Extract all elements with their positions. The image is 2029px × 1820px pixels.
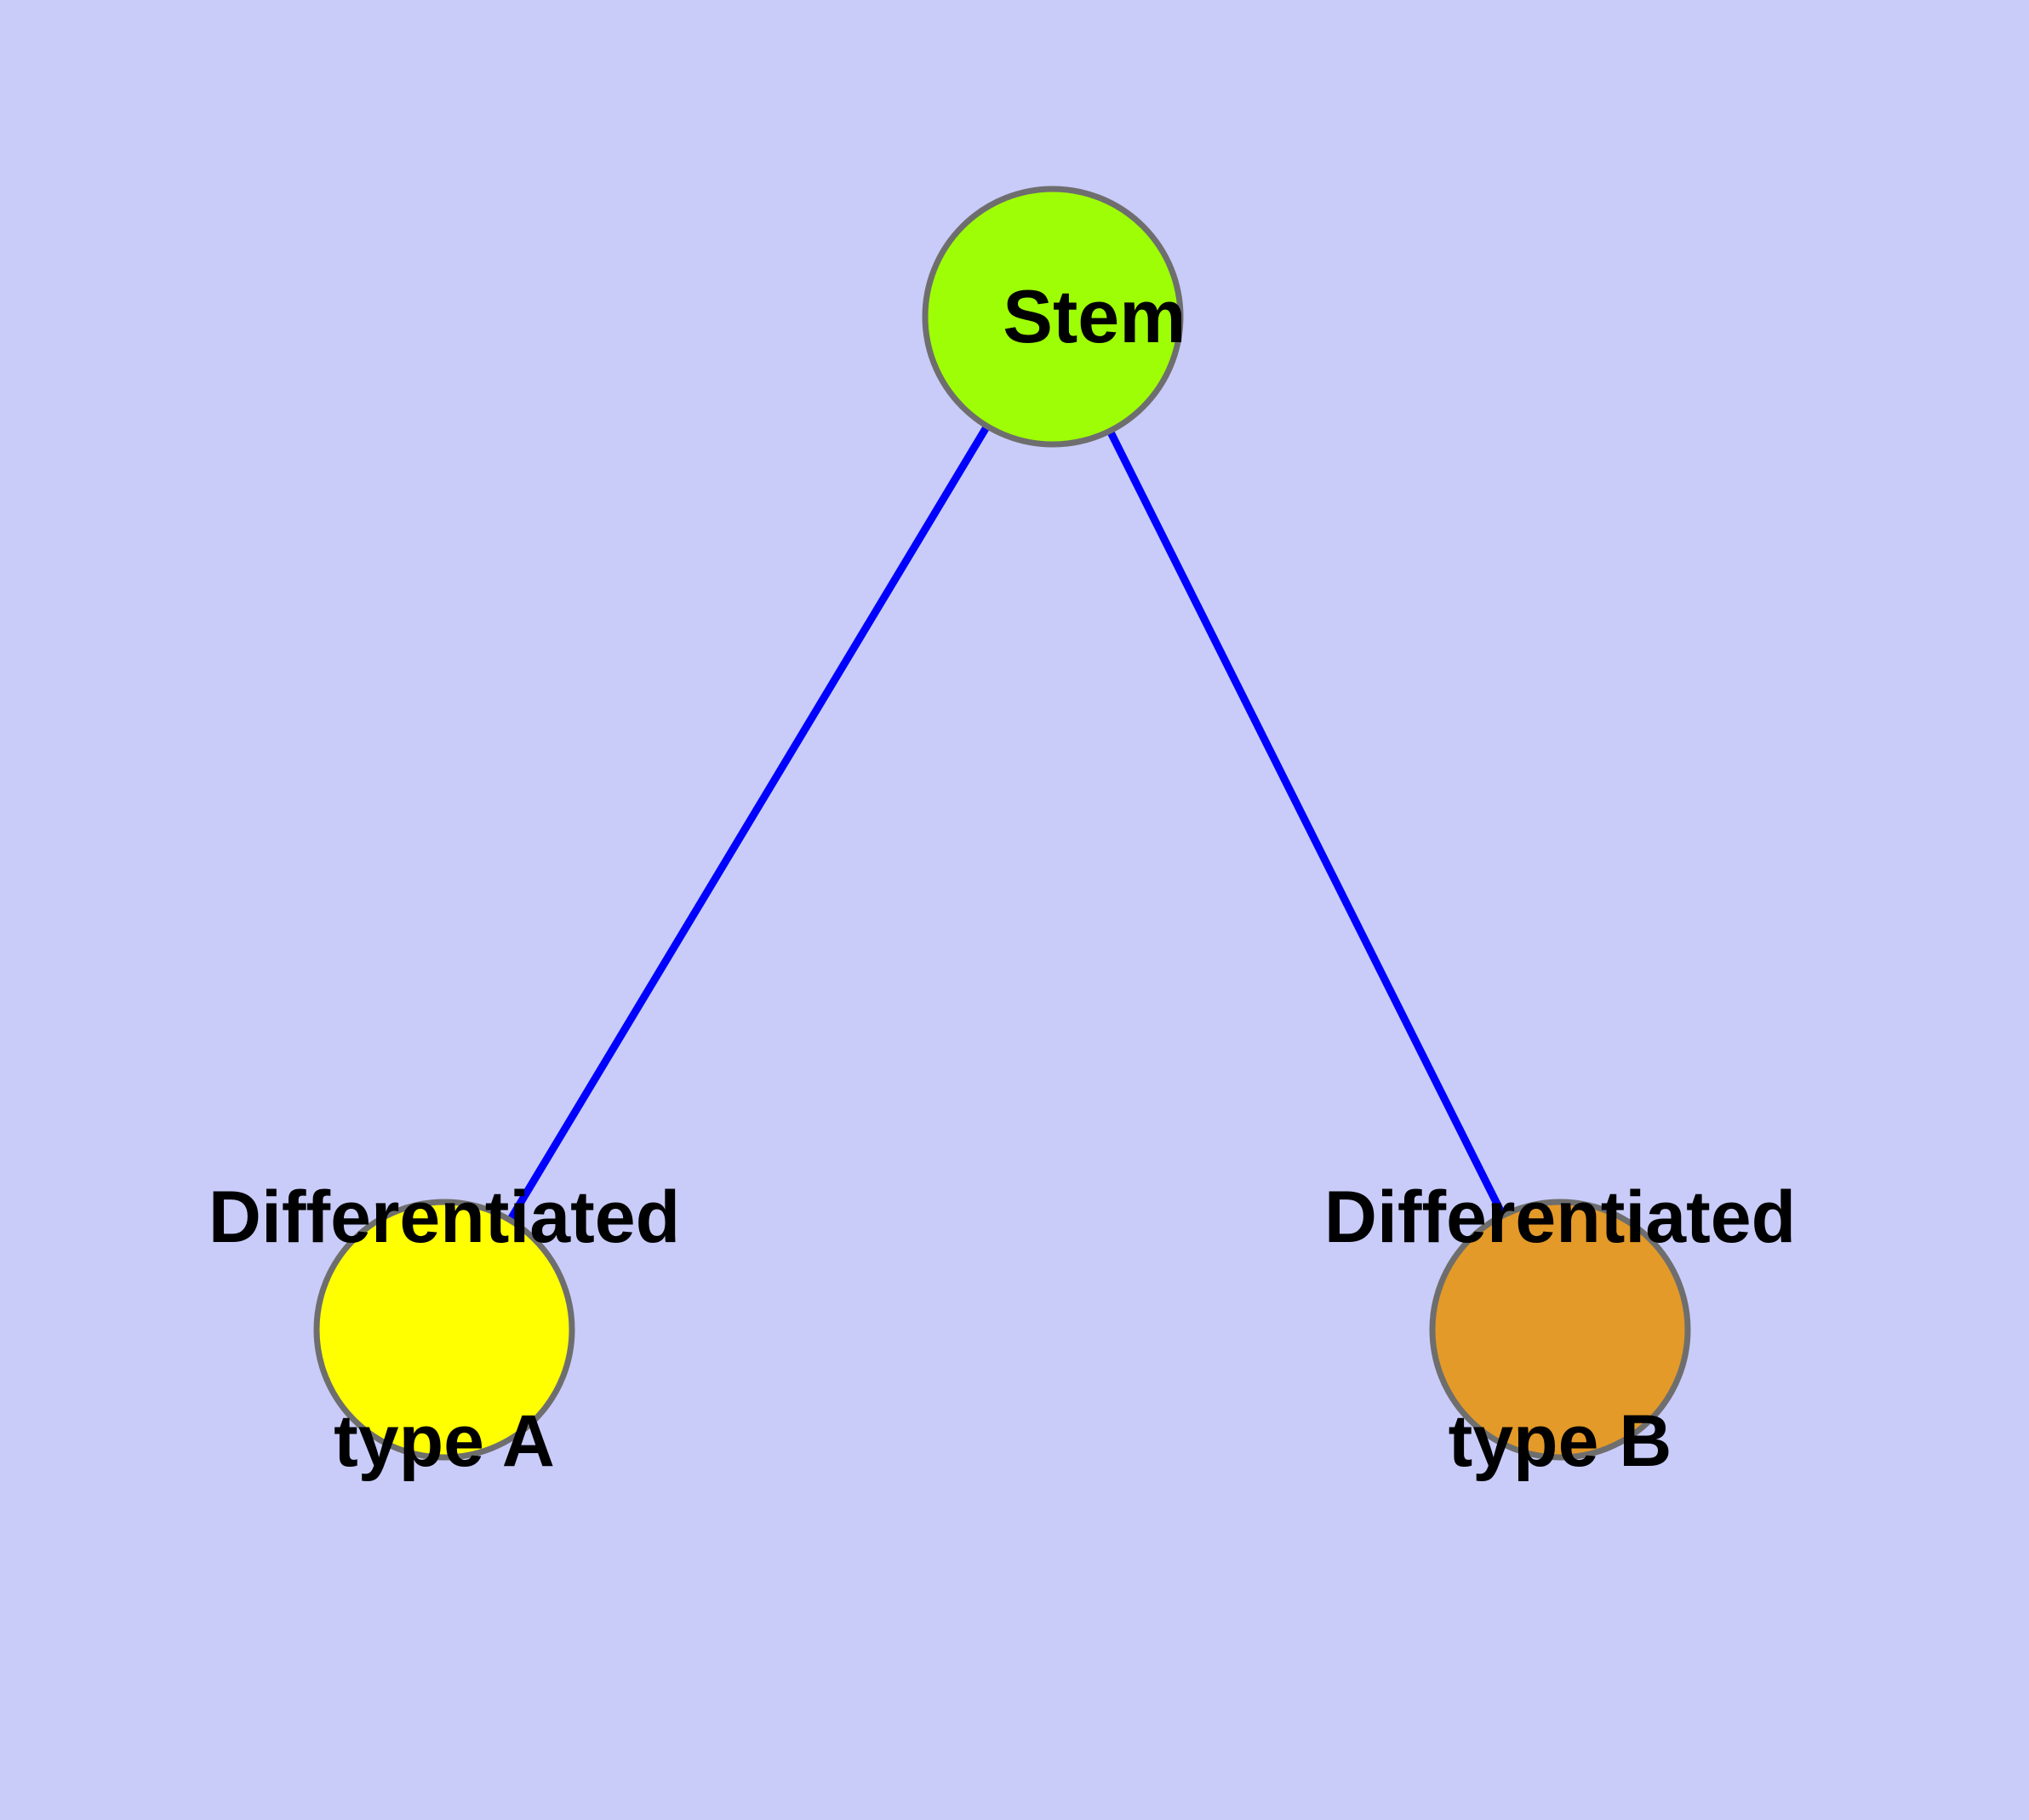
node-layer: [313, 186, 1691, 1461]
edge-stem-to-differentiated-type-b[interactable]: [1106, 429, 1506, 1217]
node-differentiated-type-b[interactable]: [1429, 1199, 1691, 1461]
node-stem[interactable]: [922, 186, 1184, 448]
edge-stem-to-differentiated-type-a[interactable]: [506, 424, 991, 1222]
node-differentiated-type-a[interactable]: [313, 1199, 575, 1461]
edge-layer: [506, 424, 1506, 1222]
